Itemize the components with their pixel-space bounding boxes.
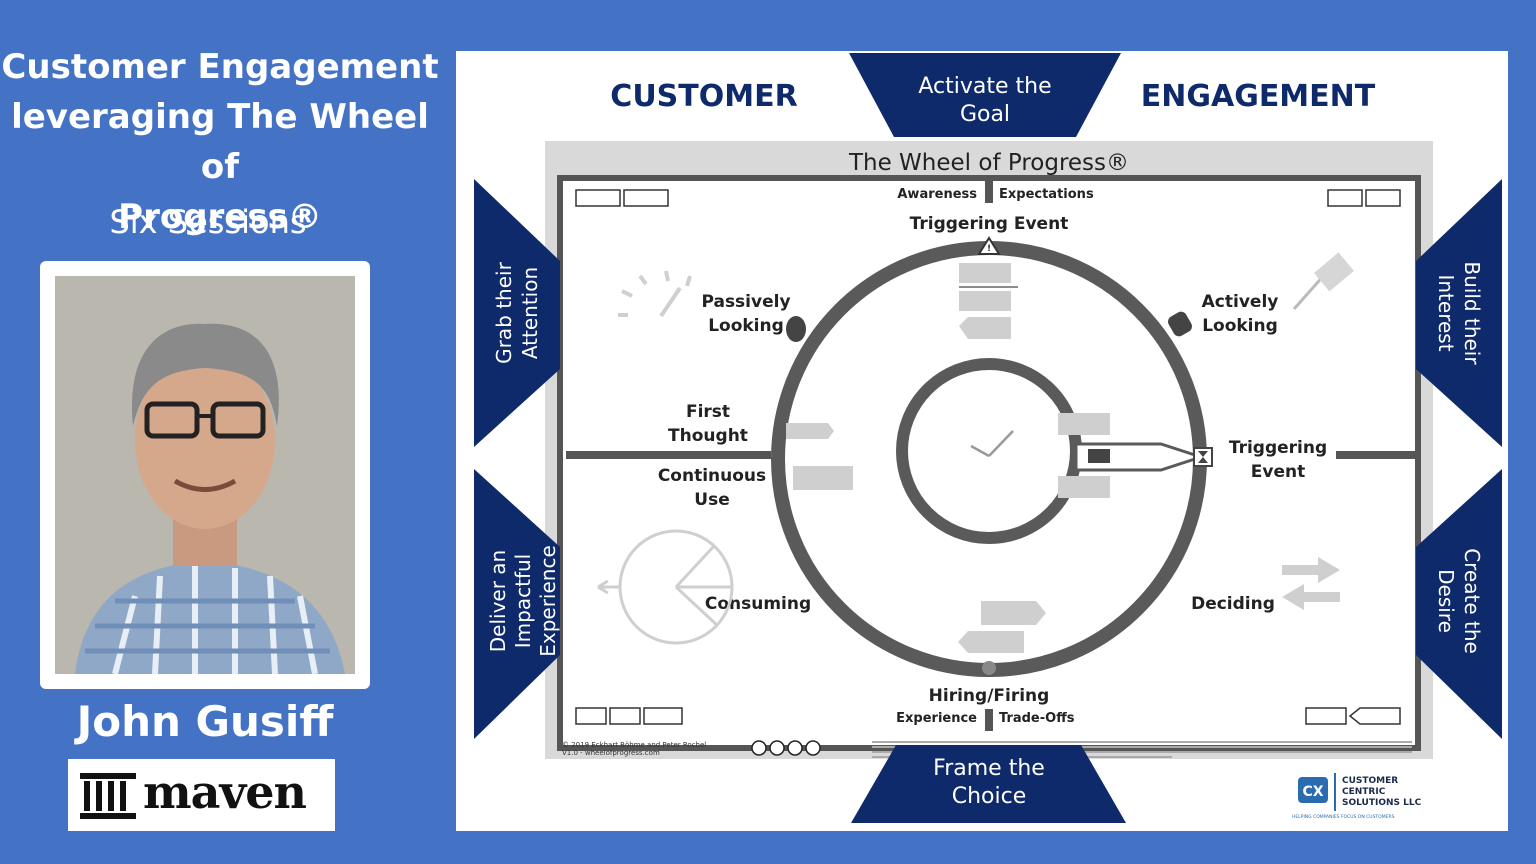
passively-looking-line-1: Passively: [701, 292, 790, 312]
binoculars-icon: [1168, 311, 1192, 337]
slide-subtitle: Six Sessions: [109, 203, 307, 241]
tab-activate-goal-line-2: Goal: [960, 102, 1010, 127]
tab-frame-choice-line-1: Frame the: [933, 756, 1045, 781]
slide-title-line-3: Progress®: [118, 197, 322, 237]
presenter-name: John Gusiff: [76, 697, 334, 746]
clock-icon: [970, 430, 1014, 458]
tab-grab-attention: [474, 179, 560, 447]
triggering-event-right-line-1: Triggering: [1229, 438, 1327, 458]
first-thought-line-2: Thought: [668, 426, 748, 446]
wheel-title: The Wheel of Progress®: [848, 150, 1129, 176]
top-icon-tags: [786, 263, 1110, 653]
tab-frame-choice-line-2: Choice: [952, 784, 1027, 809]
tab-create-desire: [1416, 469, 1502, 739]
tab-impactful-experience-line-2: Impactful: [511, 554, 535, 648]
gauge-icon: [618, 270, 692, 318]
tab-grab-attention-line-1: Grab their: [492, 261, 516, 363]
actively-looking-line-2: Looking: [1202, 316, 1278, 336]
continuous-use-line-2: Use: [694, 490, 729, 510]
tab-impactful-experience: [474, 469, 560, 739]
creative-commons-icons: [751, 740, 821, 756]
corner-icons-top-right: [1327, 189, 1401, 207]
tab-build-interest: [1416, 179, 1502, 447]
triggering-event-top-label: Triggering Event: [910, 214, 1069, 234]
hourglass-icon: [1193, 447, 1213, 467]
tab-create-desire-line-1: Create the: [1460, 548, 1484, 654]
corner-icons-top-left: [575, 189, 669, 207]
header-customer: CUSTOMER: [610, 79, 797, 114]
thumb-icon: [982, 661, 996, 675]
cx-logo-mark: CX: [1302, 784, 1323, 800]
swap-arrows-icon: [1282, 557, 1340, 610]
presenter-photo: [55, 276, 355, 674]
calendar-icon: [1088, 449, 1110, 463]
tab-impactful-experience-line-1: Deliver an: [486, 550, 510, 652]
tab-frame-choice: [851, 745, 1126, 823]
experience-label: Experience: [896, 711, 977, 726]
expectations-label: Expectations: [999, 187, 1094, 202]
cx-tagline: HELPING COMPANIES FOCUS ON CUSTOMERS: [1292, 814, 1395, 820]
awareness-label: Awareness: [897, 187, 977, 202]
eye-icon: [786, 316, 806, 342]
passively-looking-line-2: Looking: [708, 316, 784, 336]
deciding-label: Deciding: [1191, 594, 1275, 614]
maven-wordmark: maven: [143, 765, 307, 819]
tab-activate-goal-line-1: Activate the: [918, 74, 1051, 99]
tab-impactful-experience-line-3: Experience: [536, 545, 560, 657]
tab-create-desire-line-2: Desire: [1434, 569, 1458, 633]
corner-icons-bottom-right: [1305, 707, 1401, 725]
actively-looking-line-1: Actively: [1202, 292, 1279, 312]
cx-company-line-2: CENTRIC: [1342, 787, 1386, 797]
corner-icons-bottom-left: [575, 707, 683, 725]
warning-icon: [977, 236, 1001, 255]
hiring-firing-label: Hiring/Firing: [929, 686, 1050, 706]
cx-company-line-3: SOLUTIONS LLC: [1342, 798, 1422, 808]
svg-text:!: !: [987, 244, 991, 254]
slide-title: Customer Engagement leveraging The Wheel…: [0, 42, 440, 242]
footer-credit: © 2019 Eckhart Böhme and Peter Rochel: [562, 741, 706, 749]
diagram-panel: The Wheel of Progress® Awareness Expecta…: [456, 51, 1508, 831]
tab-activate-goal: [849, 53, 1121, 137]
triggering-event-right-line-2: Event: [1251, 462, 1305, 482]
columns-icon: [80, 773, 136, 819]
slide-title-line-1: Customer Engagement: [1, 47, 439, 87]
tab-build-interest-line-2: Interest: [1434, 274, 1458, 351]
slide-title-line-2: leveraging The Wheel of: [11, 97, 429, 187]
continuous-use-line-1: Continuous: [658, 466, 766, 486]
consuming-label: Consuming: [705, 594, 811, 614]
tab-build-interest-line-1: Build their: [1460, 261, 1484, 365]
cx-company-line-1: CUSTOMER: [1342, 776, 1398, 786]
maven-logo: maven: [68, 759, 335, 831]
flag-icon: [1292, 252, 1354, 310]
first-thought-line-1: First: [686, 402, 730, 422]
satisfaction-pie-icon: [597, 529, 734, 645]
cx-logo: CX CUSTOMER CENTRIC SOLUTIONS LLC HELPIN…: [1292, 773, 1422, 820]
tab-grab-attention-line-2: Attention: [518, 267, 542, 359]
footer-version: V1.0 - wheelofprogress.com: [562, 749, 660, 757]
header-engagement: ENGAGEMENT: [1141, 79, 1376, 114]
wheel-diagram: The Wheel of Progress® Awareness Expecta…: [474, 53, 1502, 823]
tradeoffs-label: Trade-Offs: [999, 711, 1075, 726]
